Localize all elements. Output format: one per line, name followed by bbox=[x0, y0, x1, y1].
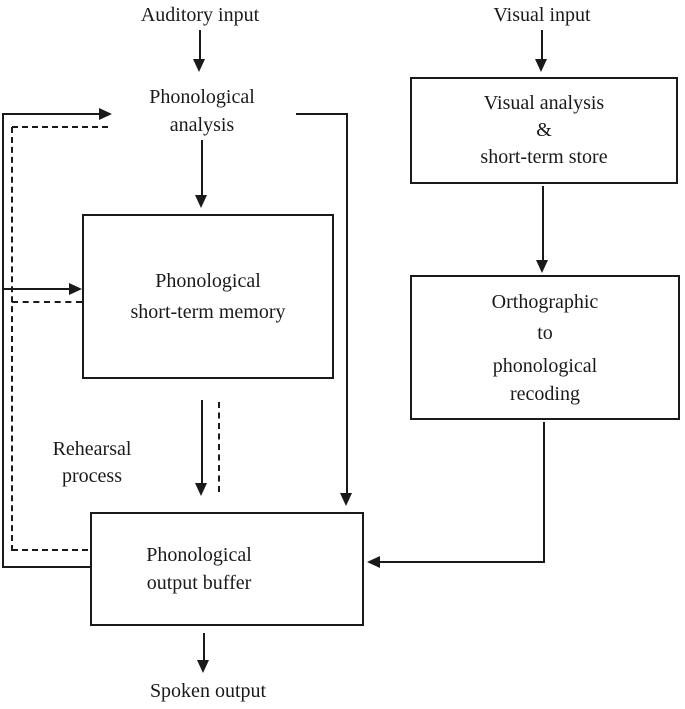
arrowhead-analysis-to-stm bbox=[195, 195, 207, 208]
box-ortho-line3: phonological bbox=[492, 354, 598, 377]
label-rehearsal-line1: Rehearsal bbox=[52, 438, 132, 460]
arrow-line-visual-analysis-to-orthographic bbox=[542, 186, 544, 261]
arrowhead-visual-input-to-visual-analysis bbox=[535, 59, 547, 72]
feedback-solid-to-stm bbox=[2, 288, 70, 290]
arrowhead-auditory-to-analysis bbox=[193, 59, 205, 72]
box-buffer-line2: output buffer bbox=[146, 572, 252, 594]
rehearsal-dashed-stm-to-buffer bbox=[218, 402, 220, 492]
box-orthographic-to-phonological-recoding: Orthographic to phonological recoding bbox=[410, 275, 680, 420]
box-phonological-output-buffer: Phonological output buffer bbox=[90, 512, 364, 626]
label-phonological-analysis-line1: Phonological bbox=[149, 86, 255, 108]
box-visual-line1: Visual analysis bbox=[483, 92, 605, 114]
rehearsal-dashed-vertical bbox=[11, 127, 13, 551]
line-analysis-to-buffer-horizontal bbox=[296, 113, 348, 115]
box-stm-line2: short-term memory bbox=[130, 300, 286, 323]
label-rehearsal-process: Rehearsal process bbox=[36, 436, 148, 490]
feedback-solid-vertical bbox=[2, 113, 4, 568]
arrowhead-orthographic-to-buffer bbox=[367, 556, 380, 568]
label-spoken-output: Spoken output bbox=[149, 680, 267, 702]
arrow-line-stm-to-buffer bbox=[201, 400, 203, 484]
arrowhead-analysis-to-buffer bbox=[340, 493, 352, 506]
box-ortho-line1: Orthographic bbox=[491, 290, 599, 313]
line-orthographic-to-buffer-vertical bbox=[543, 422, 545, 563]
label-visual-input: Visual input bbox=[493, 4, 591, 26]
box-ortho-line2: to bbox=[537, 321, 553, 344]
box-stm-line1: Phonological bbox=[155, 269, 261, 292]
box-visual-line3: short-term store bbox=[480, 146, 608, 168]
line-analysis-to-buffer-vertical bbox=[346, 113, 348, 494]
arrowhead-feedback-to-analysis bbox=[99, 108, 112, 120]
rehearsal-dashed-from-buffer bbox=[12, 549, 88, 551]
label-rehearsal-line2: process bbox=[62, 465, 122, 487]
arrow-line-analysis-to-stm bbox=[201, 140, 203, 196]
feedback-solid-from-buffer bbox=[2, 566, 90, 568]
label-auditory-input: Auditory input bbox=[140, 4, 260, 26]
arrow-line-visual-input-to-visual-analysis bbox=[541, 30, 543, 61]
line-orthographic-to-buffer-horizontal bbox=[369, 561, 545, 563]
rehearsal-dashed-to-analysis bbox=[12, 126, 108, 128]
arrow-line-buffer-to-spoken-output bbox=[203, 633, 205, 661]
feedback-solid-to-analysis bbox=[2, 113, 100, 115]
arrow-line-auditory-to-analysis bbox=[199, 30, 201, 61]
arrowhead-feedback-to-stm bbox=[69, 283, 82, 295]
box-buffer-line1: Phonological bbox=[146, 544, 252, 566]
label-phonological-analysis-line2: analysis bbox=[169, 114, 235, 136]
arrowhead-visual-analysis-to-orthographic bbox=[536, 260, 548, 273]
box-visual-analysis-short-term-store: Visual analysis & short-term store bbox=[410, 77, 678, 184]
box-ortho-line4: recoding bbox=[510, 382, 580, 405]
label-phonological-analysis: Phonological analysis bbox=[108, 83, 296, 139]
rehearsal-dashed-to-stm bbox=[12, 301, 82, 303]
arrowhead-stm-to-buffer bbox=[195, 483, 207, 496]
arrowhead-buffer-to-spoken-output bbox=[197, 660, 209, 673]
box-phonological-short-term-memory: Phonological short-term memory bbox=[82, 214, 334, 379]
box-visual-line2: & bbox=[536, 119, 552, 141]
